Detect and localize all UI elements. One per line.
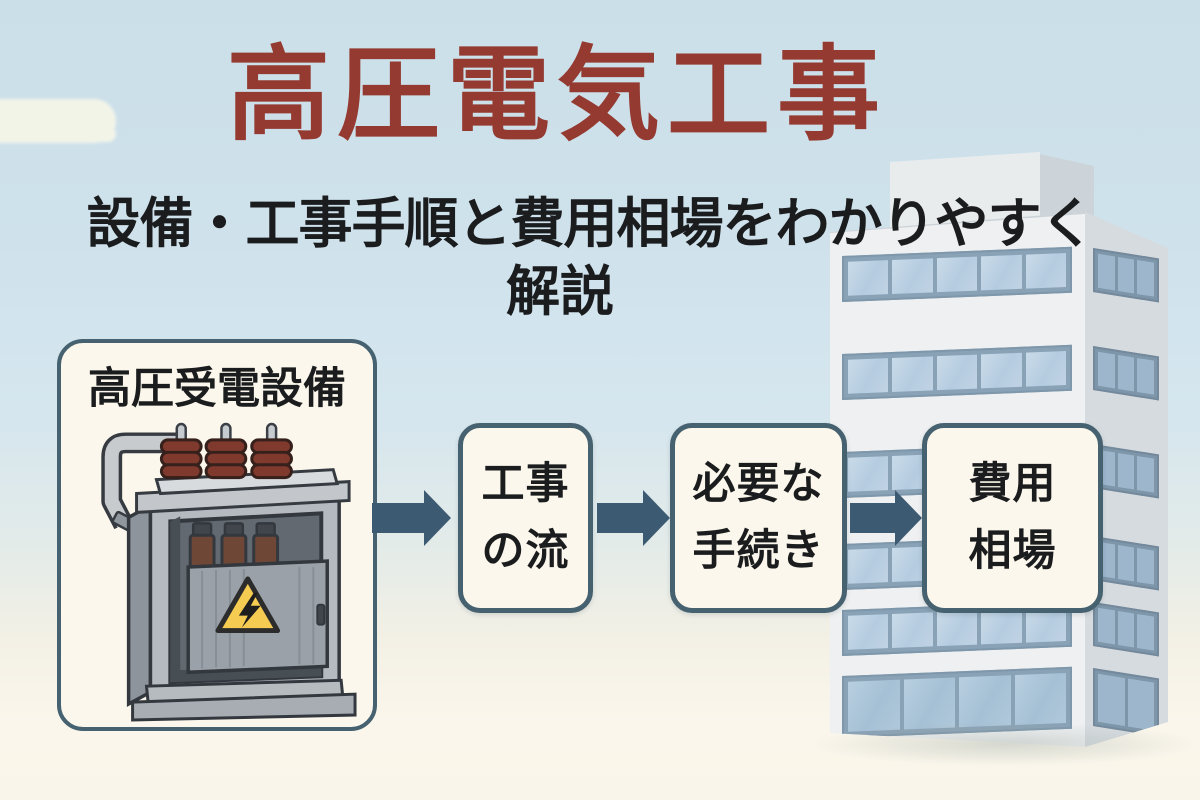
arrow-right-icon	[372, 490, 451, 546]
flow-step-text: 費用	[968, 459, 1057, 510]
flow-step-text: の流	[481, 526, 570, 576]
lightning-warning-triangle-icon	[215, 576, 281, 634]
equipment-panel-label: 高圧受電設備	[88, 364, 346, 414]
bushing-insulator-icon	[204, 422, 248, 480]
flow-step-required-procedures: 必要な 手続き	[670, 423, 847, 613]
page-title: 高圧電気工事	[227, 34, 887, 155]
flow-step-text: 相場	[968, 526, 1057, 576]
flow-step-text: 必要な	[692, 459, 825, 510]
door-handle	[316, 603, 326, 626]
building-ground-shadow	[810, 722, 1200, 766]
equipment-panel: 高圧受電設備	[57, 339, 377, 731]
flow-step-text: 手続き	[692, 526, 825, 576]
cloud-icon	[0, 99, 116, 143]
building-side-window-band	[1093, 602, 1159, 657]
flow-step-cost-estimate: 費用 相場	[922, 423, 1103, 613]
arrow-right-icon	[850, 490, 922, 546]
bushing-insulator-icon	[159, 422, 203, 480]
flow-step-construction-flow: 工事 の流	[458, 423, 593, 613]
bushing-insulator-icon	[250, 422, 293, 480]
cabinet-base-lower	[131, 692, 357, 722]
cabinet-left-side	[126, 502, 153, 707]
building-window-band	[842, 344, 1072, 400]
page-subtitle-line2: 解説	[506, 259, 614, 323]
building-side-window-band	[1093, 346, 1159, 401]
building-penthouse-front	[890, 152, 1040, 230]
high-voltage-transformer-illustration	[101, 422, 357, 722]
flow-step-text: 工事	[481, 459, 570, 510]
page-subtitle-line1: 設備・工事手順と費用相場をわかりやすく	[86, 191, 1095, 255]
arrow-right-icon	[597, 490, 670, 546]
